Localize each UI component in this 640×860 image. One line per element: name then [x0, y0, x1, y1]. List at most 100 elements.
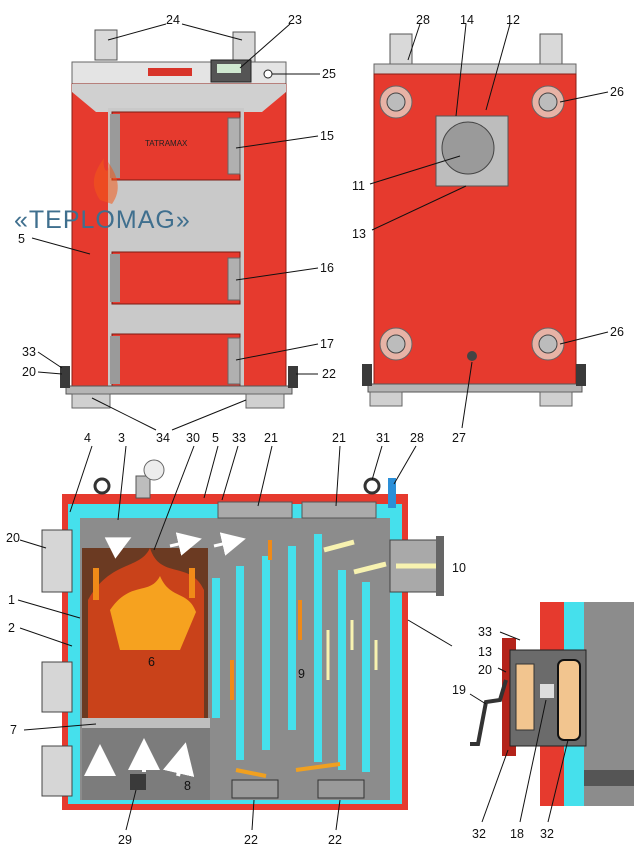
label-8: 8 — [184, 779, 191, 793]
label-5-section: 5 — [212, 431, 219, 445]
flue-outlet-11 — [441, 121, 495, 175]
loading-door-handle — [227, 117, 241, 175]
label-11: 11 — [352, 179, 365, 193]
gas-flow-arrow-2 — [169, 532, 202, 556]
flame-logo-icon — [93, 158, 118, 204]
label-12: 12 — [506, 13, 520, 27]
door-detail — [470, 602, 634, 806]
label-22-right: 22 — [328, 833, 342, 847]
safety-pipe-28 — [388, 478, 396, 508]
label-19: 19 — [452, 683, 466, 697]
lifting-eye-left — [93, 477, 111, 495]
label-28-back: 28 — [416, 13, 430, 27]
ash-door-handle — [227, 337, 241, 385]
label-20-detail: 20 — [478, 663, 492, 677]
loading-door-15 — [111, 111, 241, 181]
label-30: 30 — [186, 431, 200, 445]
detail-callouts: 33 13 20 19 32 18 32 — [407, 619, 569, 841]
front-foot-right — [245, 393, 285, 409]
air-flow-arrow-3 — [163, 742, 195, 777]
front-foot-left — [71, 393, 111, 409]
label-15: 15 — [320, 129, 334, 143]
heat-exchanger-tube-7 — [362, 582, 370, 772]
label-32-right: 32 — [540, 827, 554, 841]
label-23: 23 — [288, 13, 302, 27]
back-view — [362, 33, 586, 407]
label-1: 1 — [8, 593, 15, 607]
label-21-left: 21 — [264, 431, 278, 445]
middle-door-hinge — [110, 254, 120, 302]
loading-door-hinge — [110, 114, 120, 178]
thermometer-25 — [263, 69, 273, 79]
back-base-frame — [367, 383, 583, 393]
front-upper-panel — [72, 84, 286, 112]
heat-exchanger-tube-5 — [314, 534, 322, 762]
label-21-right: 21 — [332, 431, 346, 445]
heat-exchanger-tube-6 — [338, 570, 346, 770]
label-9: 9 — [298, 667, 305, 681]
cleanout-22-left — [231, 779, 279, 799]
back-side-bracket-left — [362, 364, 372, 386]
cleaning-cover-21-right — [301, 501, 377, 519]
gas-flow-arrow-1 — [104, 537, 132, 559]
label-4: 4 — [84, 431, 91, 445]
flames — [110, 576, 196, 650]
label-22-front: 22 — [322, 367, 336, 381]
label-13-back: 13 — [352, 227, 366, 241]
flue-outlet-rim — [436, 536, 444, 596]
warm-arrow-1 — [323, 539, 355, 553]
ash-door-17 — [111, 333, 241, 387]
heat-exchanger-tube-3 — [262, 556, 270, 750]
back-connection-26-top-inner — [538, 92, 558, 112]
back-side-bracket-right — [576, 364, 586, 386]
label-3: 3 — [118, 431, 125, 445]
heat-exchanger-tube-2 — [236, 566, 244, 760]
watermark: «TEPLOMAG» — [14, 206, 191, 234]
back-flue-stub-left — [389, 33, 413, 69]
label-14: 14 — [460, 13, 474, 27]
label-17: 17 — [320, 337, 334, 351]
bottom-flow-arrow-2 — [295, 762, 341, 772]
detail-handle-19 — [470, 679, 508, 746]
back-connection-26-bottom-inner — [538, 334, 558, 354]
label-5-front: 5 — [18, 232, 25, 246]
label-16: 16 — [320, 261, 334, 275]
middle-door-16 — [111, 251, 241, 305]
label-18: 18 — [510, 827, 524, 841]
warm-arrow-2 — [353, 561, 387, 575]
detail-insulation-left — [515, 663, 535, 731]
detail-lock-18 — [540, 684, 554, 698]
back-callouts: 28 14 12 26 11 13 26 27 — [352, 13, 624, 445]
label-26-top: 26 — [610, 85, 624, 99]
label-29: 29 — [118, 833, 132, 847]
front-side-bracket-left — [60, 366, 70, 388]
section-view — [41, 459, 444, 810]
detail-insulation-right — [557, 659, 581, 741]
label-7: 7 — [10, 723, 17, 737]
back-connection-bottom-left-inner — [386, 334, 406, 354]
label-25: 25 — [322, 67, 336, 81]
section-top-pipe-left — [135, 475, 151, 499]
back-connection-top-left-inner — [386, 92, 406, 112]
heat-exchanger-tube-1 — [212, 578, 220, 718]
back-foot-left — [369, 391, 403, 407]
section-top-pipe-flange — [143, 459, 165, 481]
top-flue-stub-left — [94, 29, 118, 61]
cleaning-cover-21-left — [217, 501, 293, 519]
front-callouts: 24 23 25 15 5 16 17 33 20 22 34 — [18, 13, 336, 445]
ash-door-hinge — [110, 336, 120, 384]
label-2: 2 — [8, 621, 15, 635]
label-28-section: 28 — [410, 431, 424, 445]
front-side-bracket-right — [288, 366, 298, 388]
bottom-flow-arrow-1 — [235, 768, 267, 778]
gas-flow-arrow-3 — [213, 532, 246, 556]
section-callouts: 4 3 30 5 33 21 21 31 28 20 1 2 6 9 10 7 … — [6, 431, 466, 847]
front-nameplate — [148, 68, 192, 76]
label-22-left: 22 — [244, 833, 258, 847]
label-26-bottom: 26 — [610, 325, 624, 339]
drain-27 — [467, 351, 477, 361]
label-34: 34 — [156, 431, 170, 445]
lifting-eye-right — [363, 477, 381, 495]
air-inlet-29 — [130, 774, 146, 790]
section-middle-door — [41, 661, 73, 713]
